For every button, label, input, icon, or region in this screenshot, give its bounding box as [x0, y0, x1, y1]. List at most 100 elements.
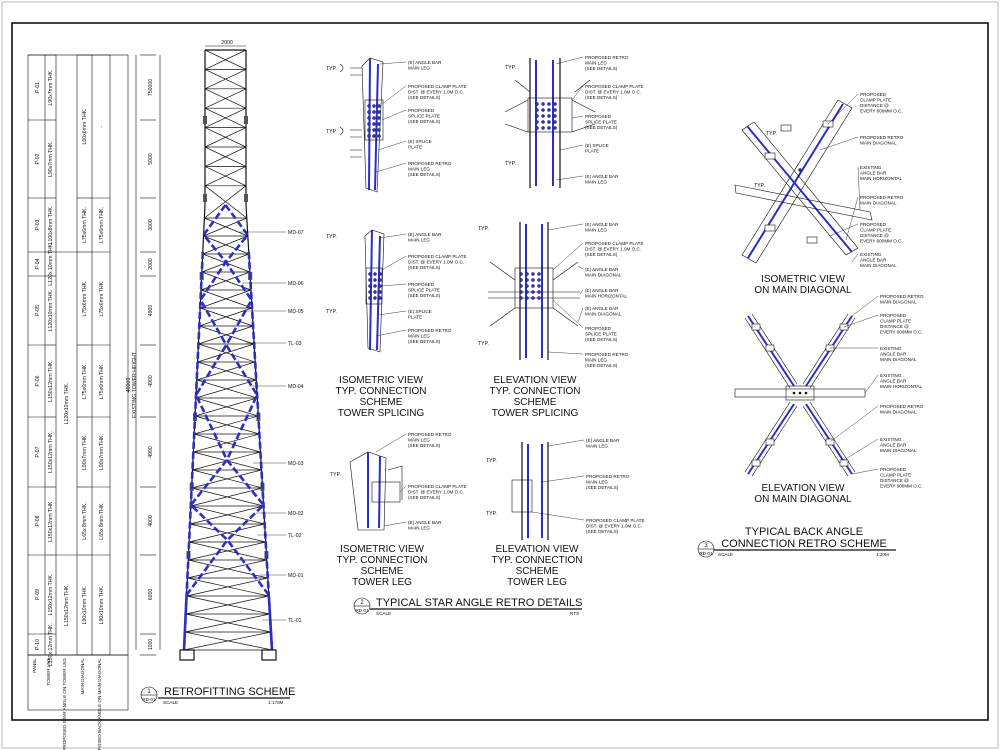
detail-number: 1: [147, 689, 151, 695]
note-text: CLAMP PLATE: [860, 98, 891, 103]
drawing-title: CONNECTION RETRO SCHEME: [721, 538, 887, 550]
note-text: PLATE: [585, 149, 599, 154]
note-text: PROPOSED RETRO: [408, 432, 452, 437]
segment-height: 4900: [148, 446, 154, 458]
leg-size: L150x12mm THK.: [48, 500, 54, 542]
detail-number: 2: [360, 600, 364, 606]
typ-label: TYP.: [330, 472, 341, 478]
note-text: ANGLE BAR: [880, 352, 907, 357]
back-angle-size: L75x6mm THK.: [99, 207, 105, 243]
leg-size: L90x7mm THK.: [48, 70, 54, 106]
note-text: PROPOSED: [880, 313, 907, 318]
title-star-angle: 2 RD-01 TYPICAL STAR ANGLE RETRO DETAILS…: [353, 597, 582, 616]
typ-label: TYP.: [478, 226, 489, 232]
typ-label: TYP.: [326, 66, 337, 72]
segment-height: 4900: [148, 375, 154, 387]
note-text: DIST. @ EVERY 1.0M O.C.: [408, 90, 464, 95]
segment-height: 5000: [148, 153, 154, 165]
note-text: PROPOSED RETRO: [585, 352, 629, 357]
segment-height: 750000: [148, 79, 154, 96]
leg-size: L90x7mm THK.: [48, 141, 54, 177]
leg-size: L150x 12mm THK.: [48, 623, 54, 666]
panel-label: P-10: [35, 639, 41, 650]
member-label: TL-01: [288, 618, 302, 624]
note-text: MAIN LEG: [585, 180, 607, 185]
top-width-dim: 2000: [221, 40, 233, 46]
note-text: MAIN LEG: [408, 66, 430, 71]
note-text: MAIN LEG: [408, 438, 430, 443]
note-text: PROPOSED: [860, 222, 887, 227]
note-text: PROPOSED CLAMP PLATE: [585, 84, 644, 89]
caption-line: SCHEME: [361, 566, 404, 577]
table-header: PROPOSED STAR ANGLE ON TOWER LEG: [62, 658, 67, 750]
panel-label: P-01: [35, 82, 41, 93]
note-text: MAIN DIAGONAL: [860, 263, 897, 268]
sheet-frame: [11, 22, 989, 721]
note-text: (E) SPLICE: [585, 143, 609, 148]
note-text: PROPOSED: [585, 326, 612, 331]
caption-line: ISOMETRIC VIEW: [339, 375, 423, 386]
panel-label: P-05: [35, 305, 41, 316]
note-text: EVERY 600MM O.C.: [880, 330, 923, 335]
note-text: EVERY 600MM O.C.: [880, 484, 923, 489]
note-text: MAIN LEG: [585, 358, 607, 363]
note-text: PROPOSED CLAMP PLATE: [408, 84, 467, 89]
note-text: (E) SPLICE: [408, 309, 432, 314]
panel-label: P-09: [35, 589, 41, 600]
member-label: MD-06: [288, 281, 304, 287]
caption-line: SCHEME: [360, 397, 403, 408]
note-text: (SEE DETAILS): [408, 95, 441, 100]
note-text: (E) ANGLE BAR: [408, 60, 442, 65]
leg-size: L150x12mm THK.: [48, 431, 54, 473]
total-height-label: EXISTING TOWER HEIGHT: [132, 351, 138, 418]
note-text: ANGLE BAR: [860, 258, 887, 263]
note-text: DIST. @ EVERY 1.0M O.C.: [586, 524, 642, 529]
note-text: MAIN DIAGONAL: [880, 357, 917, 362]
note-text: (E) ANGLE BAR: [585, 267, 619, 272]
typ-label: TYP.: [766, 131, 777, 137]
table-header: MAIN DIAGONAL: [80, 658, 85, 695]
caption-line: TOWER SPLICING: [492, 408, 579, 419]
note-text: (SEE DETAILS): [408, 495, 441, 500]
typ-label: TYP.: [326, 309, 337, 315]
note-text: PROPOSED RETRO: [860, 195, 904, 200]
note-text: SPLICE PLATE: [585, 120, 617, 125]
note-text: (SEE DETAILS): [408, 119, 441, 124]
leg-size: L120x10mm THK.: [48, 290, 54, 332]
note-text: PROPOSED CLAMP PLATE: [586, 518, 645, 523]
sheet-number: RD-01: [355, 608, 369, 613]
note-text: (E) ANGLE BAR: [585, 222, 619, 227]
leg-size: L150x12mm THK.: [48, 360, 54, 402]
note-text: SPLICE PLATE: [408, 288, 440, 293]
note-text: MAIN LEG: [585, 228, 607, 233]
foundation-right: [261, 649, 277, 661]
note-text: DISTANCE @: [860, 233, 889, 238]
drawing-title: TYPICAL BACK ANGLE: [745, 526, 863, 538]
sheet-number: RD-01: [699, 551, 713, 556]
note-text: MAIN HORIZONTAL: [880, 384, 922, 389]
typ-label: TYP.: [326, 129, 337, 135]
note-text: ANGLE BAR: [880, 443, 907, 448]
caption-line: TYP. CONNECTION: [490, 386, 581, 397]
diagonal-size: L90x10mm THK.: [82, 586, 88, 625]
caption-line: SCHEME: [514, 397, 557, 408]
note-text: DIST. @ EVERY 1.0M O.C.: [585, 90, 641, 95]
note-text: MAIN DIAGONAL: [585, 312, 622, 317]
note-text: PROPOSED: [880, 467, 907, 472]
scale-label: SCALE: [718, 552, 733, 557]
caption-line: ISOMETRIC VIEW: [340, 544, 424, 555]
scale-value: 1:170M: [268, 700, 283, 705]
member-label: MD-01: [288, 573, 304, 579]
scale-label: SCALE: [163, 700, 178, 705]
member-label: TL-02: [288, 533, 302, 539]
height-dimension-column: 7500005000300020004900490049004000600010…: [126, 54, 161, 656]
caption-line: ELEVATION VIEW: [494, 375, 578, 386]
table-header: PANEL: [32, 658, 37, 673]
